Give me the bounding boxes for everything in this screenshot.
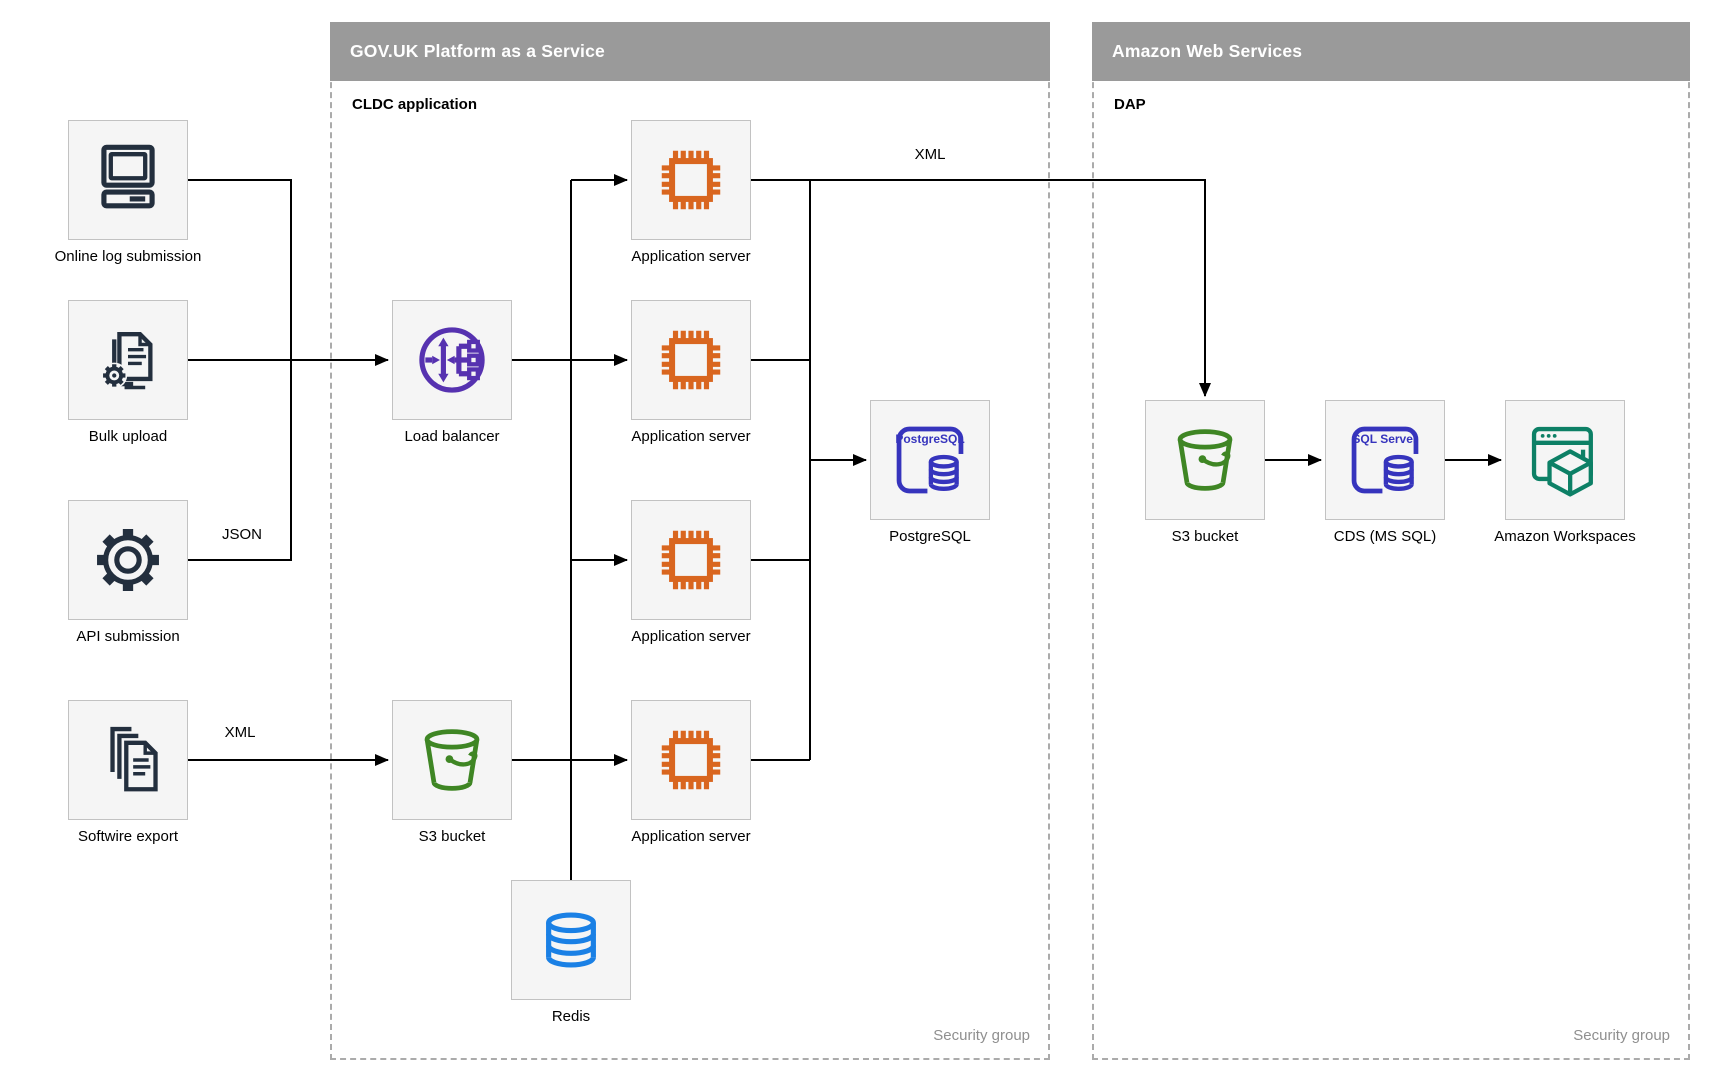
node-application-server-2[interactable] [631, 300, 751, 420]
node-label: CDS (MS SQL) [1333, 528, 1437, 545]
chip-icon [648, 317, 734, 403]
node-online-log-submission[interactable] [68, 120, 188, 240]
node-bulk-upload[interactable] [68, 300, 188, 420]
edge-api-to-junction [188, 360, 292, 561]
edge-xml-to-aws-s3 [751, 179, 1211, 397]
node-label: Online log submission [54, 248, 202, 265]
node-api-submission[interactable] [68, 500, 188, 620]
node-label: PostgreSQL [889, 528, 971, 545]
load-balancer-icon [409, 317, 495, 403]
edge-online-to-junction [188, 179, 292, 360]
s3-bucket-icon [409, 717, 495, 803]
s3-bucket-icon [1162, 417, 1248, 503]
node-application-server-4[interactable] [631, 700, 751, 820]
edge-label-json: JSON [221, 526, 262, 543]
node-softwire-export[interactable] [68, 700, 188, 820]
node-load-balancer[interactable] [392, 300, 512, 420]
node-label: Load balancer [404, 428, 500, 445]
node-application-server-1[interactable] [631, 120, 751, 240]
edge-label-xml-dap: XML [914, 146, 946, 163]
node-application-server-3[interactable] [631, 500, 751, 620]
container-govuk-paas: GOV.UK Platform as a Service CLDC applic… [330, 22, 1050, 1060]
node-s3-bucket-aws[interactable] [1145, 400, 1265, 520]
node-postgresql[interactable]: PostgreSQL [870, 400, 990, 520]
document-gear-icon [85, 317, 171, 403]
redis-database-icon [528, 897, 614, 983]
desktop-computer-icon [85, 137, 171, 223]
container-aws-header: Amazon Web Services [1092, 22, 1690, 81]
node-label: Application server [631, 248, 751, 265]
node-label: Application server [631, 628, 751, 645]
postgresql-database-icon: PostgreSQL [887, 417, 973, 503]
chip-icon [648, 517, 734, 603]
node-label: Softwire export [77, 828, 179, 845]
chip-icon [648, 137, 734, 223]
postgresql-badge: PostgreSQL [895, 432, 965, 446]
node-label: Application server [631, 428, 751, 445]
container-govuk-paas-header: GOV.UK Platform as a Service [330, 22, 1050, 81]
container-aws: Amazon Web Services DAP Security group [1092, 22, 1690, 1060]
node-label: Application server [631, 828, 751, 845]
node-s3-bucket-paas[interactable] [392, 700, 512, 820]
node-label: Bulk upload [88, 428, 168, 445]
container-title: Amazon Web Services [1112, 41, 1303, 61]
chip-icon [648, 717, 734, 803]
node-label: S3 bucket [1171, 528, 1239, 545]
paas-security-group-label: Security group [933, 1027, 1030, 1044]
aws-security-group-label: Security group [1573, 1027, 1670, 1044]
container-title: GOV.UK Platform as a Service [350, 41, 605, 61]
gear-icon [85, 517, 171, 603]
node-label: Redis [551, 1008, 591, 1025]
edge-label-xml-softwire: XML [224, 724, 256, 741]
node-label: S3 bucket [418, 828, 486, 845]
aws-sublabel: DAP [1114, 96, 1146, 113]
node-amazon-workspaces[interactable] [1505, 400, 1625, 520]
node-redis[interactable] [511, 880, 631, 1000]
paas-sublabel: CLDC application [352, 96, 478, 113]
document-stack-icon [85, 717, 171, 803]
sql-server-badge: SQL Server [1352, 432, 1418, 446]
amazon-workspaces-icon [1522, 417, 1608, 503]
sql-server-database-icon: SQL Server [1342, 417, 1428, 503]
node-cds-ms-sql[interactable]: SQL Server [1325, 400, 1445, 520]
node-label: Amazon Workspaces [1494, 528, 1636, 545]
node-label: API submission [76, 628, 180, 645]
